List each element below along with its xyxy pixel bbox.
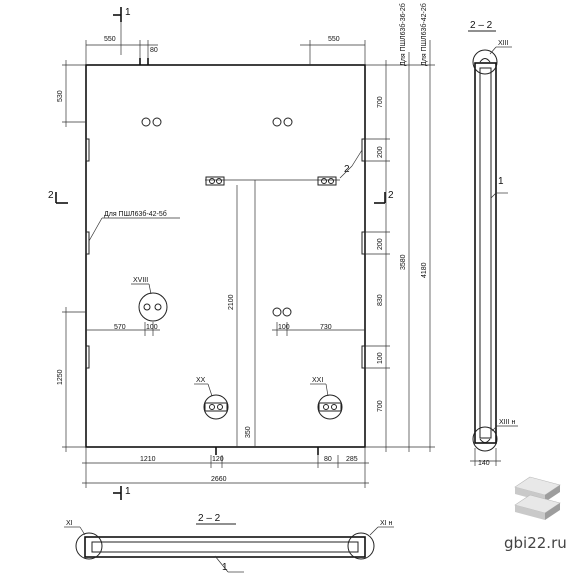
node-xx: XX [194, 377, 229, 420]
site-logo [514, 476, 561, 520]
svg-text:XI: XI [66, 520, 73, 527]
svg-text:350: 350 [245, 426, 252, 438]
svg-text:2: 2 [388, 190, 394, 201]
section-1-bottom-mark: 1 [113, 486, 131, 500]
svg-text:2660: 2660 [211, 476, 227, 483]
svg-text:3580: 3580 [400, 254, 407, 270]
dim-right: 700 200 200 830 100 700 3580 Для ПШЛ63б-… [365, 3, 435, 452]
svg-text:285: 285 [346, 456, 358, 463]
svg-text:1: 1 [125, 486, 131, 497]
svg-text:830: 830 [377, 294, 384, 306]
svg-text:730: 730 [320, 324, 332, 331]
section-1-top-mark: 1 [113, 7, 131, 22]
svg-text:XIII: XIII [498, 40, 509, 47]
lifting-loops-mid-right [272, 307, 292, 317]
svg-text:2 – 2: 2 – 2 [470, 20, 493, 31]
svg-text:XX: XX [196, 377, 206, 384]
svg-text:570: 570 [114, 324, 126, 331]
svg-text:700: 700 [377, 400, 384, 412]
embed-right-upper [317, 176, 337, 186]
lifting-loops-right [272, 117, 293, 127]
svg-text:XI н: XI н [380, 520, 393, 527]
node-xxi: XXI [310, 377, 343, 420]
svg-text:4180: 4180 [421, 262, 428, 278]
svg-text:XVIII: XVIII [133, 277, 148, 284]
section-2-left-mark: 2 [48, 190, 68, 204]
svg-text:700: 700 [377, 96, 384, 108]
callout-2: 2 [344, 164, 350, 175]
svg-text:XXI: XXI [312, 377, 323, 384]
svg-text:80: 80 [324, 456, 332, 463]
svg-text:Для ПШЛ63б-42-5б: Для ПШЛ63б-42-5б [104, 210, 167, 218]
svg-text:1: 1 [498, 176, 504, 187]
lifting-loops-left [141, 117, 162, 127]
svg-text:XIII н: XIII н [499, 419, 515, 426]
dim-top: 550 80 550 [85, 36, 366, 65]
section-2-right-mark: 2 [374, 190, 394, 204]
watermark-text: gbi22.ru [504, 534, 567, 552]
svg-text:2100: 2100 [228, 294, 235, 310]
dim-left: 530 1250 [57, 60, 86, 452]
note-left: Для ПШЛ63б-42-5б [88, 210, 180, 242]
svg-text:200: 200 [377, 238, 384, 250]
node-xviii: XVIII [131, 277, 168, 322]
svg-text:2 – 2: 2 – 2 [198, 513, 221, 524]
svg-text:1210: 1210 [140, 456, 156, 463]
svg-text:80: 80 [150, 47, 158, 54]
svg-text:Для ПШЛ63б-42-2б: Для ПШЛ63б-42-2б [420, 3, 428, 66]
svg-text:1250: 1250 [57, 369, 64, 385]
embed-left-upper [205, 176, 225, 186]
dim-bottom: 1210 120 80 285 2660 [82, 447, 369, 488]
svg-text:1: 1 [125, 7, 131, 18]
panel-outline [85, 64, 366, 448]
svg-text:Для ПШЛ63б-36-2б: Для ПШЛ63б-36-2б [399, 3, 407, 66]
svg-text:550: 550 [328, 36, 340, 43]
section-2-2-vertical: 2 – 2 XIII XIII н 1 140 [468, 20, 518, 467]
svg-text:550: 550 [104, 36, 116, 43]
svg-text:1: 1 [222, 562, 228, 573]
svg-text:100: 100 [278, 324, 290, 331]
svg-text:530: 530 [57, 90, 64, 102]
section-2-2-horizontal: 2 – 2 XI XI н 1 [64, 513, 394, 573]
svg-text:100: 100 [146, 324, 158, 331]
svg-text:2: 2 [48, 190, 54, 201]
svg-text:140: 140 [478, 460, 490, 467]
svg-text:200: 200 [377, 146, 384, 158]
svg-text:120: 120 [212, 456, 224, 463]
svg-text:100: 100 [377, 352, 384, 364]
